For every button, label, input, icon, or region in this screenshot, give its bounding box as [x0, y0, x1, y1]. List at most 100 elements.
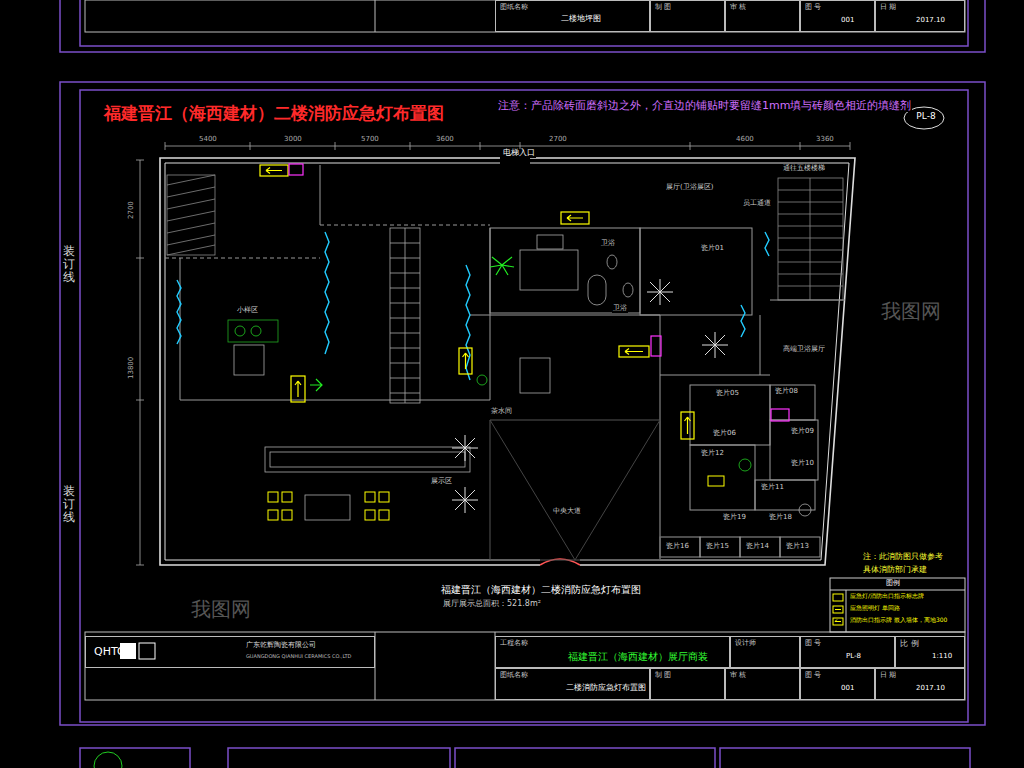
plan-label: 瓷片12 — [700, 450, 725, 458]
plan-label: 瓷片13 — [785, 543, 810, 551]
exit-signs — [310, 257, 514, 391]
cell-text: 设计师 — [735, 640, 756, 648]
title-block-cell: 图 号 001 — [800, 0, 875, 32]
cell-text: 工程名称 — [500, 640, 528, 648]
plan-label: 13800 — [128, 356, 136, 380]
cell-text: 制 图 — [655, 672, 671, 680]
cell-text: 福建晋江（海西建材）展厅商装 — [568, 651, 708, 662]
plan-label: 电梯入口 — [502, 149, 536, 158]
cell-text: 审 核 — [730, 672, 746, 680]
interior-walls — [165, 165, 845, 560]
plan-label: 瓷片01 — [700, 245, 725, 253]
title-block-cell: 图 号 PL-8 — [800, 636, 895, 668]
plan-label: 3000 — [283, 136, 303, 144]
cell-text: 二楼地坪图 — [561, 15, 601, 24]
plan-label: 瓷片08 — [774, 388, 799, 396]
cell-text: PL-8 — [905, 112, 947, 122]
title-block-cell: 工程名称福建晋江（海西建材）展厅商装 — [495, 636, 730, 668]
display-racks — [228, 228, 811, 520]
plan-label: 瓷片05 — [715, 390, 740, 398]
plan-label: 通往五楼楼梯 — [782, 165, 826, 173]
binding-margin-text: 装订线 — [62, 245, 76, 285]
title-block-frame — [85, 0, 965, 700]
cell-text: 比 例 — [900, 640, 919, 649]
title-block-cell: 日 期2017.10 — [875, 668, 965, 700]
plan-label: 2700 — [128, 200, 136, 220]
cell-text: 图纸名称 — [500, 4, 528, 12]
plan-label: 高端卫浴展厅 — [782, 346, 826, 354]
plan-label: 注：此消防图只做参考 — [862, 553, 944, 562]
legend-text: 应急照明灯 单回路 — [849, 605, 901, 612]
title-block-cell: 图纸名称二楼地坪图 — [495, 0, 650, 32]
legend-text: 消防出口指示牌 嵌入墙体，离地300 — [849, 617, 948, 624]
cell-text: 001 — [841, 685, 854, 693]
cell-text: 001 — [841, 17, 854, 25]
plan-label: 卫浴 — [612, 305, 628, 313]
plan-label: 瓷片16 — [665, 543, 690, 551]
plan-label: 5700 — [360, 136, 380, 144]
cell-text: 审 核 — [730, 4, 746, 12]
cell-text: 图纸名称 — [500, 672, 528, 680]
cell-text: 图 号 — [805, 640, 821, 648]
plan-label: 5400 — [198, 136, 218, 144]
company-logo — [120, 643, 155, 659]
plan-label: 注意：产品除砖面磨斜边之外，介直边的铺贴时要留缝1mm填与砖颜色相近的填缝剂 — [497, 100, 912, 112]
cell-text: 制 图 — [655, 4, 671, 12]
plan-label: 2700 — [548, 136, 568, 144]
plan-label: 3600 — [435, 136, 455, 144]
title-block-cell: 比 例 1:110 — [895, 636, 965, 668]
plan-label: 3360 — [815, 136, 835, 144]
plan-caption: 福建晋江（海西建材）二楼消防应急灯布置图 — [440, 584, 642, 595]
title-block-cell: 日 期 2017.10 — [875, 0, 965, 32]
plan-label: 瓷片10 — [790, 460, 815, 468]
emergency-light-symbols — [260, 165, 694, 439]
legend-samples — [833, 594, 843, 625]
plan-label: 瓷片06 — [712, 430, 737, 438]
plan-label: 瓷片11 — [760, 484, 785, 492]
plan-label: 展示区 — [430, 478, 453, 486]
plan-label: 中央大道 — [552, 508, 582, 516]
watermark: 我图网 — [880, 300, 942, 322]
plan-label: 4600 — [735, 136, 755, 144]
plan-label: 具体消防部门承建 — [862, 566, 928, 575]
drawing-title: 福建晋江（海西建材）二楼消防应急灯布置图 — [103, 104, 445, 123]
plan-label: 瓷片18 — [768, 514, 793, 522]
emergency-lamp-boxes — [289, 164, 789, 421]
binding-margin-text: 装订线 — [62, 485, 76, 525]
plan-label: 展厅(卫浴展区) — [665, 184, 714, 192]
cell-text: 2017.10 — [916, 685, 945, 693]
legend-frame — [830, 578, 965, 632]
plan-label: 茶水间 — [490, 408, 513, 416]
plan-label: 瓷片14 — [745, 543, 770, 551]
sheet-mark — [94, 752, 122, 768]
title-block-cell: 制 图 — [650, 0, 725, 32]
watermark: 我图网 — [190, 598, 252, 620]
plan-label: 瓷片19 — [722, 514, 747, 522]
rooms-furniture-yellow — [268, 476, 724, 520]
cell-text: QHTC — [94, 646, 125, 658]
cell-text: 2017.10 — [916, 17, 945, 25]
cell-text: PL-8 — [846, 653, 861, 661]
plan-label: 瓷片09 — [790, 428, 815, 436]
plan-label: 展厅展示总面积：521.8m² — [442, 600, 542, 609]
cell-text: 图 号 — [805, 672, 821, 680]
title-block-cell: 图纸名称二楼消防应急灯布置图 — [495, 668, 650, 700]
title-block-cell: 审 核 — [725, 0, 800, 32]
plan-label: 卫浴 — [600, 240, 616, 248]
cell-text: GUANGDONG QIANHUI CERAMICS CO.,LTD — [246, 654, 351, 660]
outer-walls — [160, 158, 855, 565]
cell-text: 日 期 — [880, 4, 896, 12]
curved-shelves — [177, 232, 769, 380]
cell-text: 图 号 — [805, 4, 821, 12]
plan-label: 图例 — [885, 580, 901, 588]
legend-text: 应急灯/消防出口指示标志牌 — [849, 593, 925, 600]
plan-label: 瓷片15 — [705, 543, 730, 551]
cell-text: 1:110 — [932, 653, 952, 661]
stairs — [167, 175, 843, 300]
title-block-cell: 制 图 — [650, 668, 725, 700]
cell-text: 广东乾辉陶瓷有限公司 — [246, 642, 316, 650]
plan-label: 员工通道 — [742, 200, 772, 208]
title-block-cell: 审 核 — [725, 668, 800, 700]
sheet-frames — [60, 0, 985, 768]
